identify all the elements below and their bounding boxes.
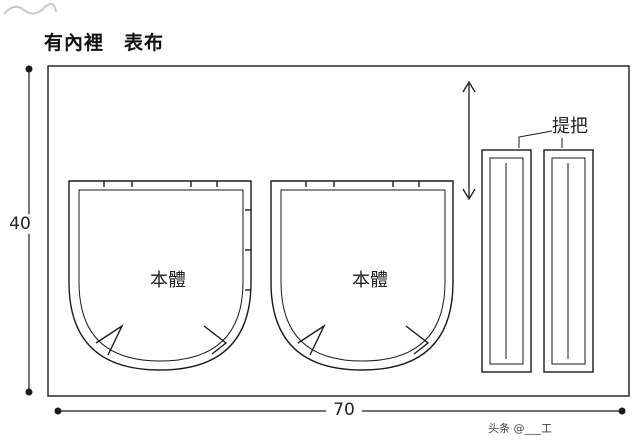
width-dimension-right-dot [618,407,626,415]
diagram-title: 有內裡 表布 [44,32,165,54]
height-dimension-bottom-dot [25,388,33,396]
body-label-right: 本體 [352,270,388,291]
handle-strap-2 [543,149,594,373]
handle-leader-lines [518,130,563,148]
width-dimension-left-dot [54,407,62,415]
watermark-text: 头条 @___工 [488,422,552,435]
body-piece-right [270,180,454,371]
fabric-outline [47,65,630,397]
handle-strap-1 [481,149,532,373]
height-dimension-label: 40 [0,214,40,234]
grain-arrow [462,80,476,201]
body-label-left: 本體 [150,270,186,291]
watermark-logo-icon [3,2,57,15]
width-dimension-label: 70 [326,400,362,420]
body-piece-left [68,180,252,371]
height-dimension-top-dot [25,65,33,73]
handle-label: 提把 [552,116,588,137]
